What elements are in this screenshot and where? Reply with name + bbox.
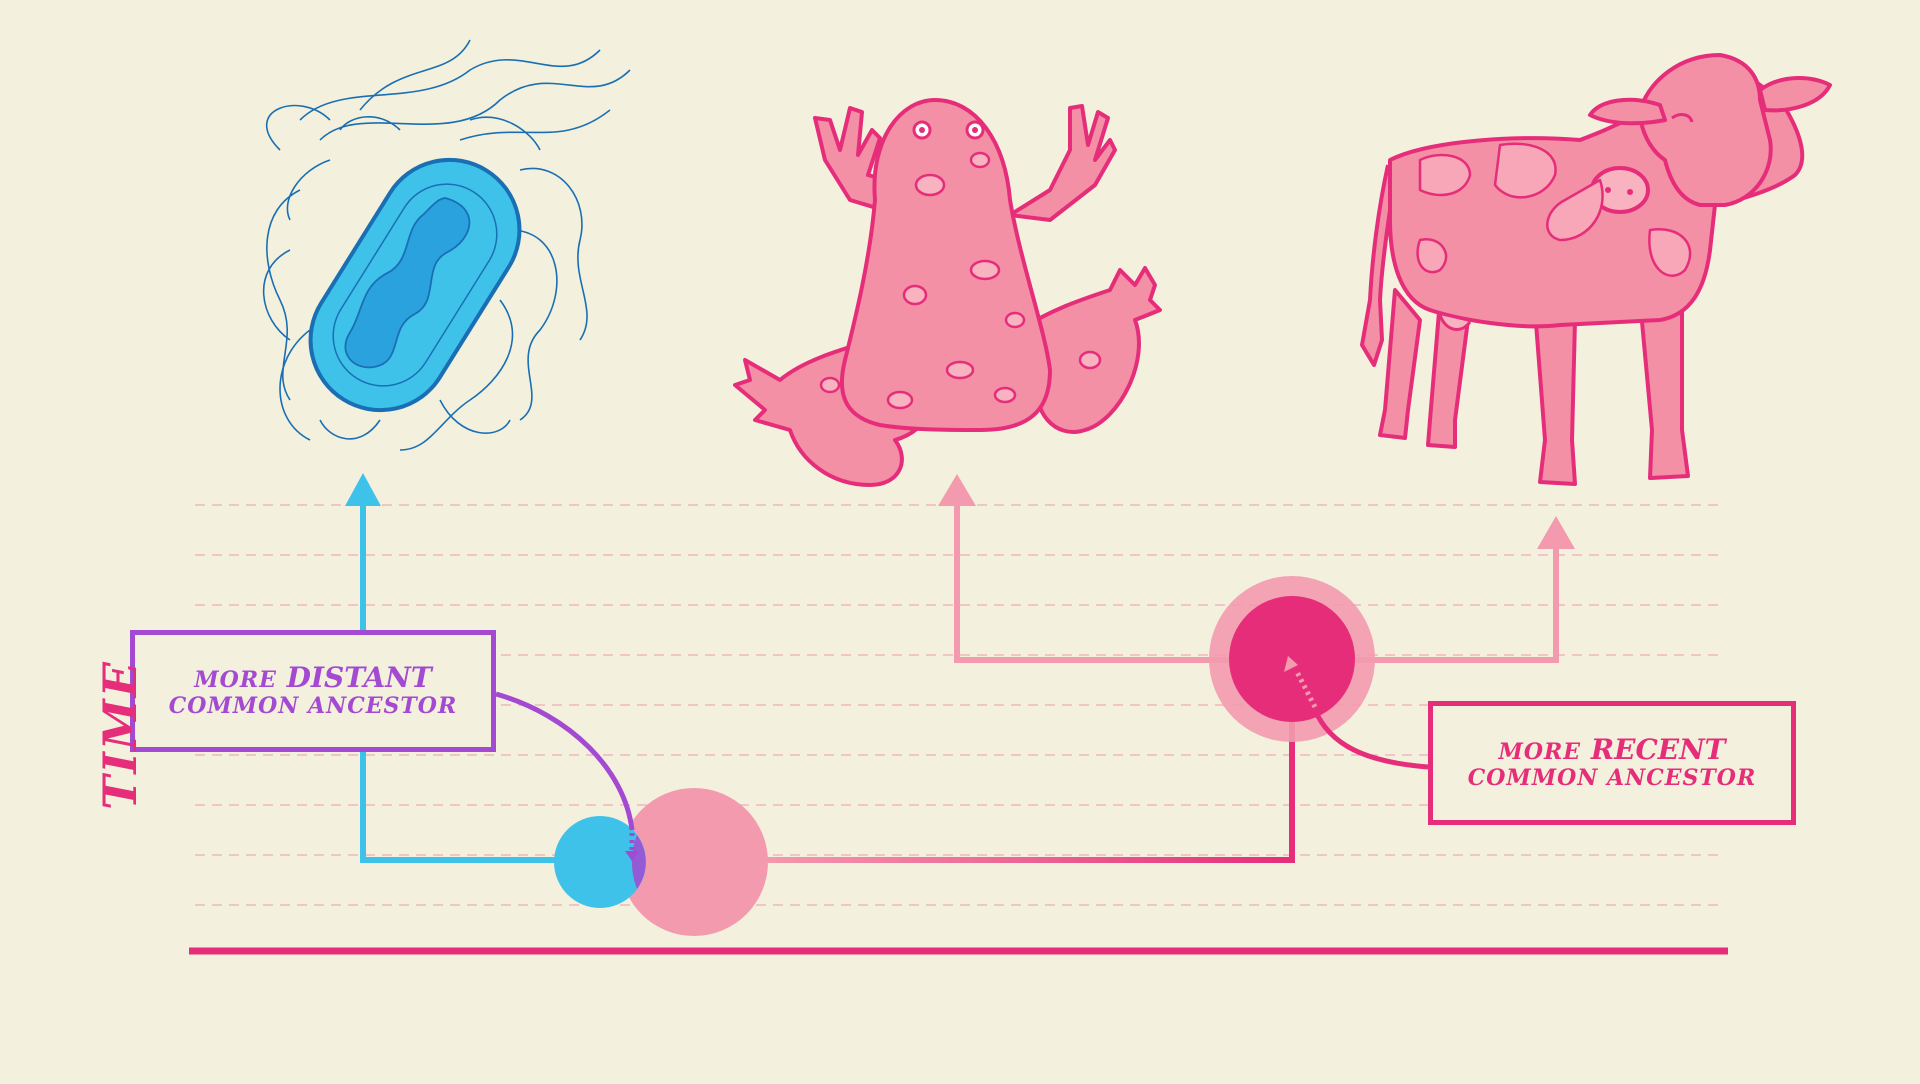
recent-ancestor-line2: COMMON ANCESTOR xyxy=(1467,765,1757,792)
distant-ancestor-overlap xyxy=(631,835,646,889)
distant-ancestor-node-pink xyxy=(620,788,768,936)
main-branch xyxy=(760,668,1295,863)
recent-connector xyxy=(1312,708,1429,770)
distant-ancestor-node-blue xyxy=(554,816,646,908)
bacterium-branch xyxy=(360,502,600,863)
bacterium-icon xyxy=(262,39,631,451)
frog-branch xyxy=(954,500,1258,663)
cow-branch xyxy=(1340,548,1559,663)
distant-connector xyxy=(495,691,635,831)
recent-connector-arrow xyxy=(1284,656,1298,672)
recent-prefix: MORE xyxy=(1498,739,1582,766)
distant-ancestor-line2: COMMON ANCESTOR xyxy=(168,693,458,720)
recent-emphasis: RECENT xyxy=(1590,733,1726,767)
distant-prefix: MORE xyxy=(194,667,277,694)
recent-ancestor-node-inner xyxy=(1229,596,1355,722)
distant-connector-arrow xyxy=(625,851,639,861)
recent-ancestor-line1: MORE RECENT xyxy=(1499,734,1726,766)
frog-arrowhead xyxy=(938,474,976,506)
cow-icon xyxy=(1360,53,1832,486)
time-axis-label: TIME xyxy=(93,660,147,810)
distant-ancestor-label: MORE DISTANT COMMON ANCESTOR xyxy=(130,630,496,752)
bacterium-arrowhead xyxy=(345,473,381,506)
recent-ancestor-label: MORE RECENT COMMON ANCESTOR xyxy=(1428,701,1796,825)
distant-ancestor-line1: MORE DISTANT xyxy=(194,662,431,694)
frog-icon xyxy=(733,98,1162,487)
distant-emphasis: DISTANT xyxy=(286,661,432,695)
cow-arrowhead xyxy=(1537,516,1575,549)
